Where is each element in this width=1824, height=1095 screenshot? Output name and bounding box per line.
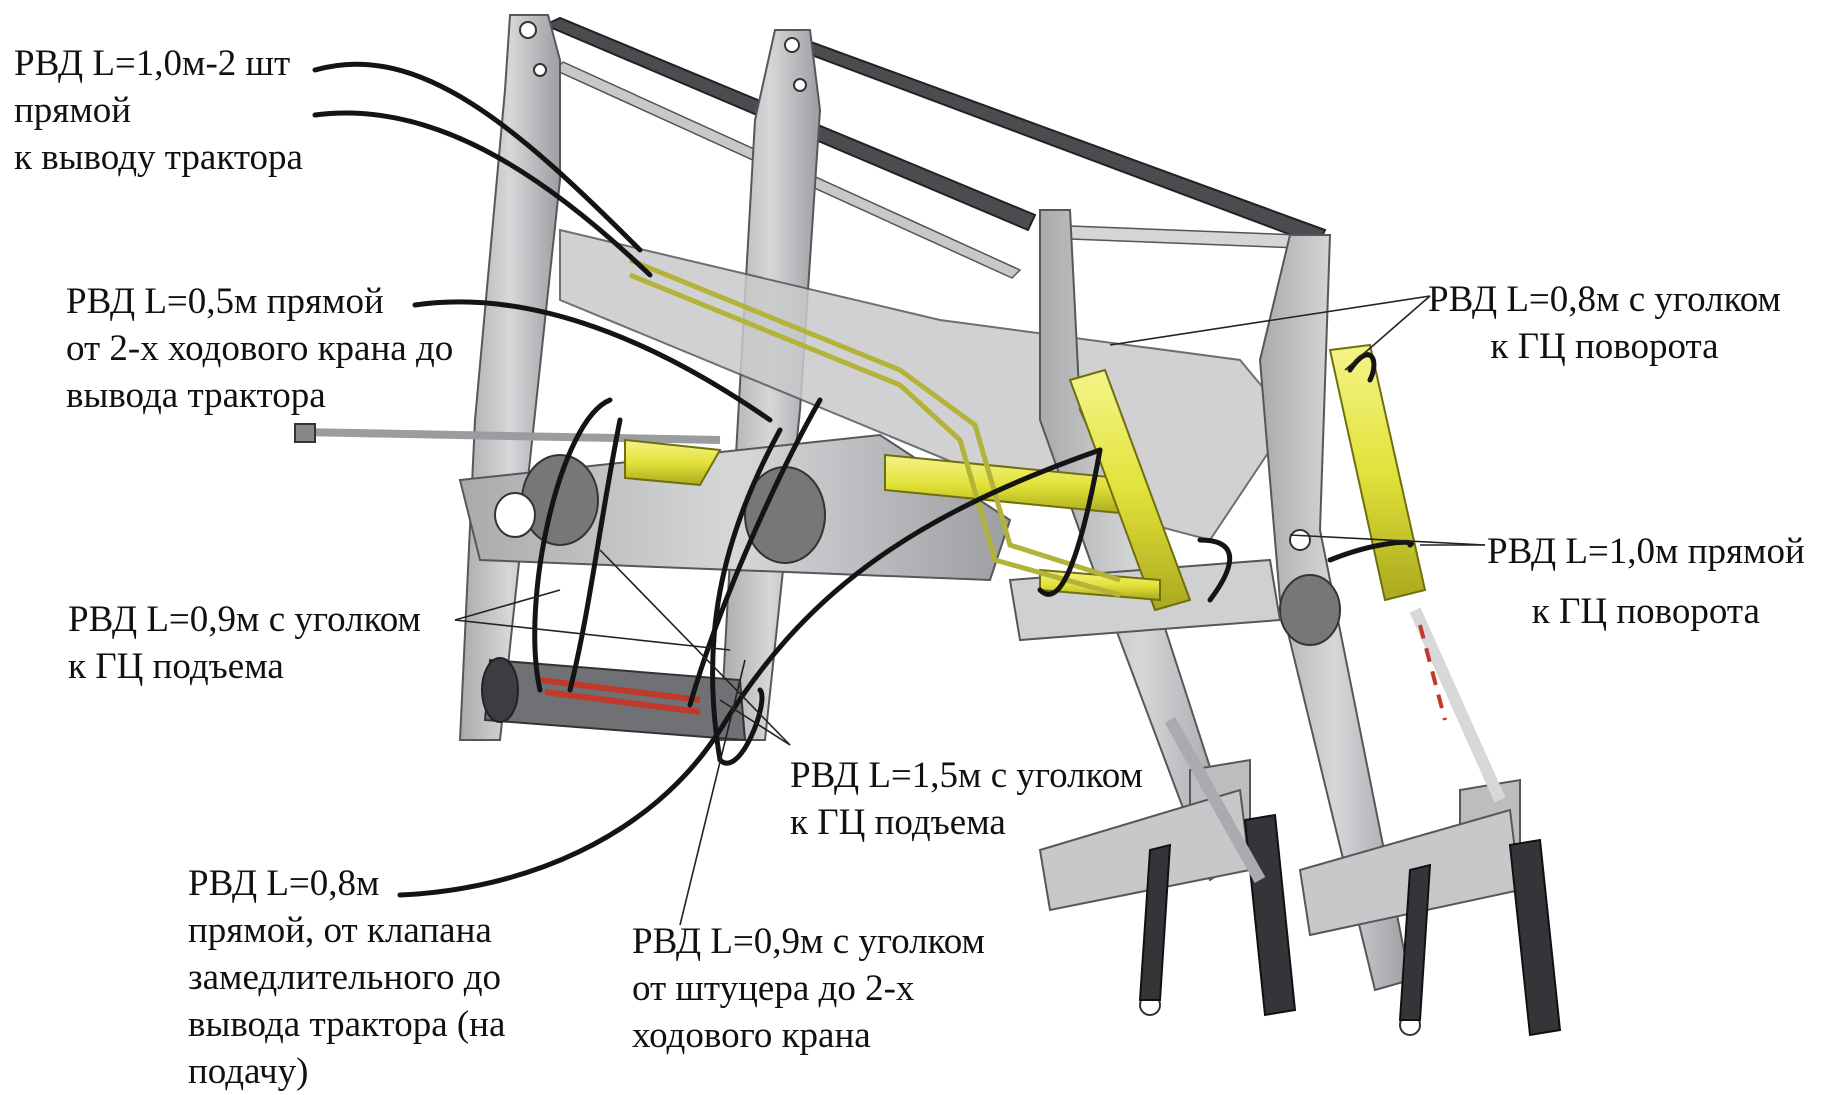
label-line: к ГЦ поворота: [1531, 591, 1760, 632]
label-hose-1-0-turn: РВД L=1,0м прямой к ГЦ поворота: [1487, 522, 1805, 642]
label-line: прямой: [14, 90, 132, 131]
label-line: РВД L=0,5м прямой: [66, 281, 384, 322]
label-hose-1-5-lift: РВД L=1,5м с уголком к ГЦ подъема: [790, 752, 1143, 846]
label-line: к ГЦ подъема: [790, 802, 1006, 843]
lower-legs: [1038, 758, 1562, 1037]
label-line: от 2-х ходового крана до: [66, 328, 454, 369]
hoses: [312, 61, 1415, 898]
steel-tubes: [629, 257, 1121, 598]
label-hose-0-9-fitting: РВД L=0,9м с уголком от штуцера до 2-х х…: [632, 918, 985, 1059]
label-line: от штуцера до 2-х: [632, 968, 915, 1009]
label-line: к выводу трактора: [14, 137, 303, 178]
label-line: к ГЦ поворота: [1490, 326, 1719, 367]
label-line: РВД L=0,9м с уголком: [632, 921, 985, 962]
label-line: прямой, от клапана: [188, 910, 492, 951]
label-line: РВД L=1,0м прямой: [1487, 531, 1805, 572]
label-line: РВД L=0,9м с уголком: [68, 599, 421, 640]
label-hose-1-0-pair: РВД L=1,0м-2 шт прямой к выводу трактора: [14, 40, 303, 181]
label-line: подачу): [188, 1051, 309, 1092]
left-upright: [458, 14, 561, 741]
label-line: РВД L=1,5м с уголком: [790, 755, 1143, 796]
label-hose-0-9-lift: РВД L=0,9м с уголком к ГЦ подъема: [68, 596, 421, 690]
label-line: РВД L=0,8м с уголком: [1428, 279, 1781, 320]
lower-tube: [481, 657, 747, 742]
label-hose-0-8-turn: РВД L=0,8м с уголком к ГЦ поворота: [1428, 276, 1781, 370]
label-line: замедлительного до: [188, 957, 502, 998]
label-hose-0-8-valve: РВД L=0,8м прямой, от клапана замедлител…: [188, 860, 505, 1095]
leader-lines: [454, 295, 1486, 926]
label-hose-0-5: РВД L=0,5м прямой от 2-х ходового крана …: [66, 278, 453, 419]
label-line: вывода трактора (на: [188, 1004, 506, 1045]
label-line: вывода трактора: [66, 375, 326, 416]
label-line: РВД L=0,8м: [188, 863, 380, 904]
hydraulic-cylinders: [624, 343, 1427, 612]
piston-rods: [294, 423, 1506, 883]
label-line: РВД L=1,0м-2 шт: [14, 43, 291, 84]
label-line: ходового крана: [632, 1015, 871, 1056]
top-crossbar: [542, 16, 1327, 279]
label-line: к ГЦ подъема: [68, 646, 284, 687]
